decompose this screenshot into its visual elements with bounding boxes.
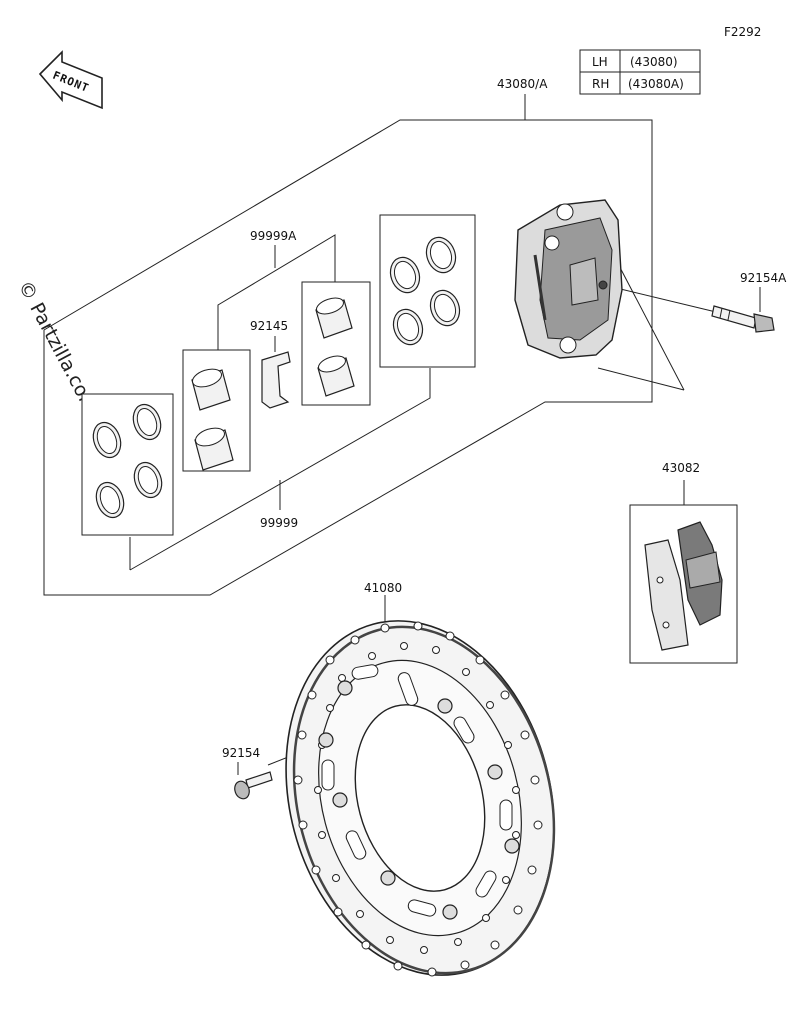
callout-seal-kit-a: 99999A bbox=[250, 229, 297, 243]
callout-seal-kit: 99999 bbox=[260, 516, 298, 530]
brake-pads-icon bbox=[644, 521, 723, 651]
pistons-a bbox=[191, 368, 234, 471]
brake-disc-icon bbox=[285, 620, 556, 977]
table-side-rh: RH bbox=[592, 77, 609, 91]
seal-rings-left bbox=[92, 403, 163, 519]
callout-spring: 92145 bbox=[250, 319, 288, 333]
table-code-lh: (43080) bbox=[630, 55, 678, 69]
front-arrow-icon: FRONT bbox=[38, 50, 103, 110]
callout-bolt-caliper: 92154A bbox=[740, 271, 787, 285]
callout-bolt-disc: 92154 bbox=[222, 746, 260, 760]
disc-bolt-icon bbox=[234, 771, 273, 800]
callout-disc: 41080 bbox=[364, 581, 402, 595]
pad-spring-icon bbox=[261, 351, 291, 409]
table-code-rh: (43080A) bbox=[628, 77, 684, 91]
callout-caliper-assy: 43080/A bbox=[497, 77, 548, 91]
callout-brake-pads: 43082 bbox=[662, 461, 700, 475]
pistons-b bbox=[315, 297, 355, 397]
side-table: LH (43080) RH (43080A) bbox=[579, 49, 701, 95]
seal-box-right bbox=[379, 214, 476, 368]
caliper-bolt-icon bbox=[711, 305, 775, 333]
seal-box-left bbox=[81, 393, 174, 536]
figure-code: F2292 bbox=[724, 25, 761, 39]
seal-rings-right bbox=[389, 236, 461, 346]
brake-caliper-icon bbox=[514, 199, 623, 359]
table-side-lh: LH bbox=[592, 55, 608, 69]
